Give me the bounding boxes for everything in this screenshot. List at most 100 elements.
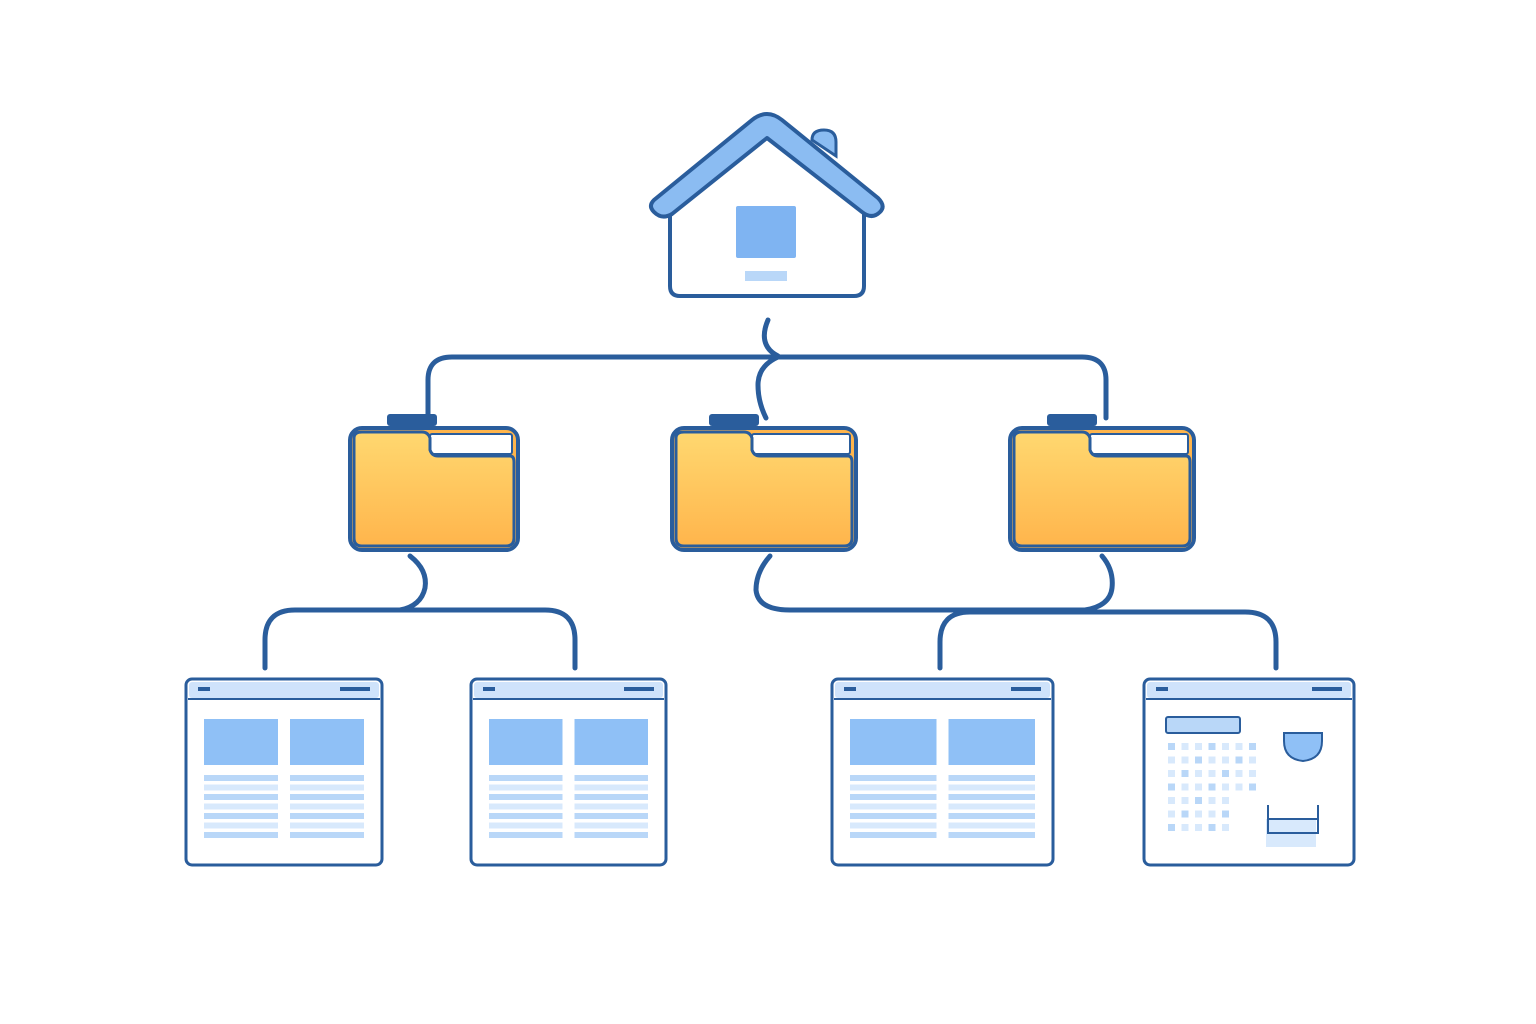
shield-icon <box>1283 732 1323 763</box>
table-line <box>489 822 563 829</box>
grid-cell <box>1222 756 1229 764</box>
grid-cell <box>1235 743 1243 750</box>
grid-cell <box>1208 743 1216 750</box>
page-titlebar-control <box>1011 687 1041 691</box>
connector-line <box>425 354 1109 421</box>
connector-line <box>755 354 781 421</box>
table-line <box>290 813 364 819</box>
grid-cell <box>1181 743 1189 750</box>
table-line <box>948 832 1035 838</box>
grid-cell <box>1168 770 1175 777</box>
connector-lines <box>262 317 1279 671</box>
grid-cell <box>1181 824 1189 831</box>
table-line <box>574 784 648 791</box>
grid-cell <box>1181 783 1189 791</box>
grid-cell <box>1195 797 1202 804</box>
page-titlebar-dot <box>1156 687 1168 691</box>
content-block <box>290 719 364 765</box>
grid-cell <box>1208 797 1216 804</box>
folder-tab <box>1047 414 1097 426</box>
connector-line <box>397 553 428 613</box>
grid-cell <box>1195 824 1202 831</box>
page-titlebar-dot <box>844 687 856 691</box>
table-line <box>574 775 648 781</box>
dashboard-header-bar <box>1165 716 1241 734</box>
grid-cell <box>1168 743 1175 750</box>
table-line <box>574 803 648 810</box>
page-dashboard-icon[interactable] <box>1142 677 1356 867</box>
table-line <box>948 822 1035 829</box>
folder-group <box>348 414 1196 552</box>
connector-line <box>761 317 781 359</box>
table-line <box>204 784 278 791</box>
page-titlebar <box>1147 682 1351 698</box>
content-block <box>574 719 648 765</box>
folder-tab <box>709 414 759 426</box>
grid-cell <box>1208 824 1216 831</box>
table-line <box>489 784 563 791</box>
connector-line <box>937 609 1279 671</box>
grid-cell <box>1222 810 1229 818</box>
grid-cell <box>1181 797 1189 804</box>
table-line <box>204 775 278 781</box>
grid-cell <box>1195 770 1202 777</box>
table-line <box>489 794 563 800</box>
grid-cell <box>1168 824 1175 831</box>
table-line <box>850 803 937 810</box>
grid-cell <box>1168 810 1175 818</box>
grid-cell <box>1249 783 1256 791</box>
table-line <box>574 794 648 800</box>
folder-paper <box>1089 433 1189 455</box>
content-block <box>948 719 1035 765</box>
table-line <box>850 832 937 838</box>
grid-cell <box>1235 770 1243 777</box>
table-line <box>204 832 278 838</box>
table-line <box>489 832 563 838</box>
grid-cell <box>1181 770 1189 777</box>
table-line <box>948 794 1035 800</box>
table-line <box>574 822 648 829</box>
table-line <box>948 775 1035 781</box>
content-block <box>850 719 937 765</box>
table-line <box>850 784 937 791</box>
page-titlebar-control <box>1312 687 1342 691</box>
table-line <box>290 784 364 791</box>
folder-icon[interactable] <box>1008 414 1196 552</box>
grid-cell <box>1222 783 1229 791</box>
table-line <box>948 784 1035 791</box>
grid-cell <box>1249 770 1256 777</box>
grid-cell <box>1195 756 1202 764</box>
page-titlebar-control <box>340 687 370 691</box>
grid-cell <box>1168 783 1175 791</box>
table-line <box>290 794 364 800</box>
grid-cell <box>1208 770 1216 777</box>
table-line <box>290 822 364 829</box>
grid-cell <box>1222 797 1229 804</box>
table-line <box>290 775 364 781</box>
table-line <box>948 803 1035 810</box>
connector-line <box>753 553 1115 613</box>
table-line <box>574 813 648 819</box>
grid-cell <box>1181 810 1189 818</box>
table-line <box>850 775 937 781</box>
folder-icon[interactable] <box>348 414 520 552</box>
page-table-icon[interactable] <box>184 677 384 867</box>
grid-cell <box>1235 783 1243 791</box>
page-titlebar-dot <box>198 687 210 691</box>
table-line <box>850 813 937 819</box>
home-icon[interactable] <box>649 112 885 298</box>
folder-paper <box>429 433 513 455</box>
page-table-icon[interactable] <box>469 677 668 867</box>
folder-icon[interactable] <box>670 414 858 552</box>
grid-cell <box>1208 783 1216 791</box>
table-line <box>850 822 937 829</box>
grid-cell <box>1222 743 1229 750</box>
grid-cell <box>1222 824 1229 831</box>
connector-line <box>262 607 578 671</box>
folder-front <box>1012 430 1192 548</box>
page-table-icon[interactable] <box>830 677 1055 867</box>
table-line <box>204 822 278 829</box>
folder-front <box>352 430 516 548</box>
